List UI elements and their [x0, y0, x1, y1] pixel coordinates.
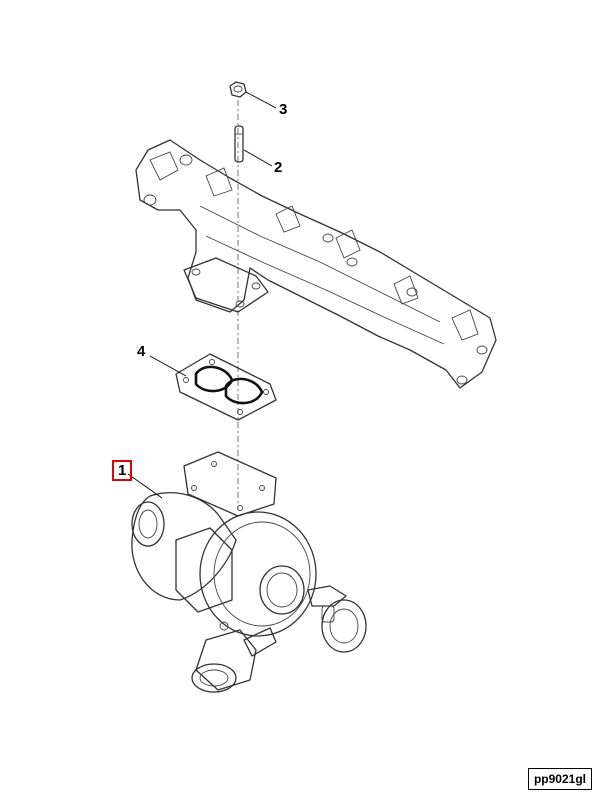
turbocharger-part [131, 451, 367, 693]
leader-line-2 [243, 149, 273, 167]
leader-line-4 [149, 355, 187, 377]
callout-1-highlighted: 1 [112, 460, 133, 481]
leader-line-3 [245, 91, 277, 109]
nut-part [229, 81, 247, 98]
callout-4: 4 [137, 343, 146, 360]
stud-part [234, 125, 244, 163]
callout-2: 2 [274, 159, 283, 176]
leader-line-1 [127, 473, 163, 499]
callout-3: 3 [279, 101, 288, 118]
figure-id-label: pp9021gl [527, 768, 592, 790]
exhaust-manifold-part [135, 139, 497, 389]
gasket-part [175, 353, 277, 421]
